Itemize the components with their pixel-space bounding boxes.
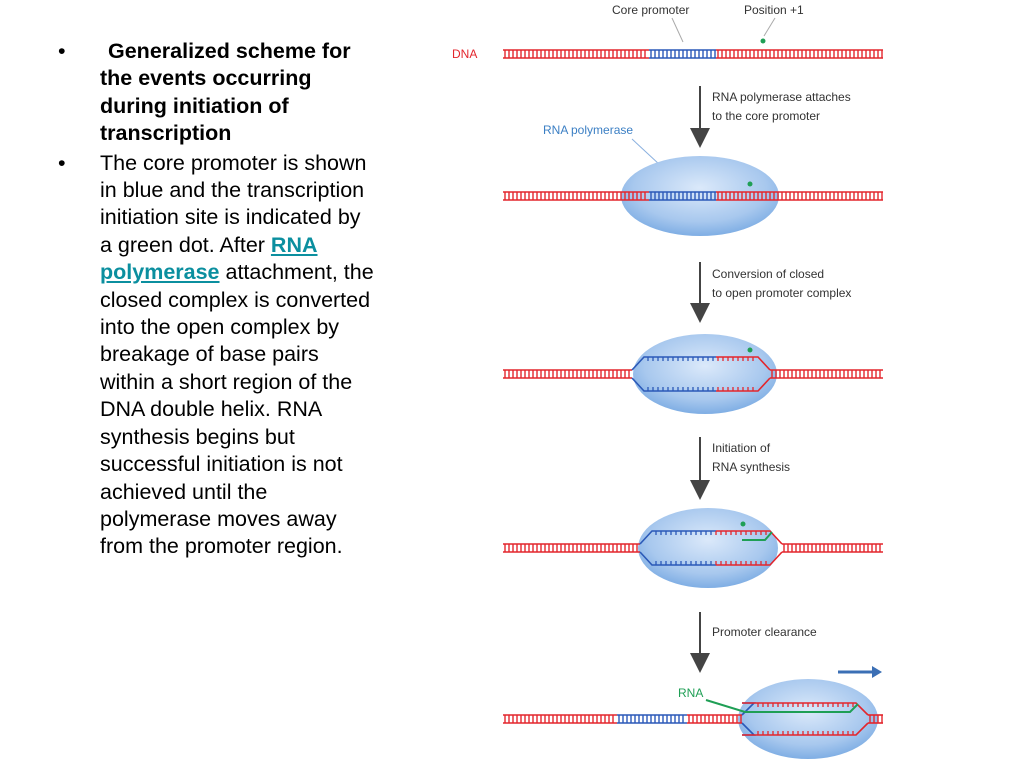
- rna-polymerase-label: RNA polymerase: [543, 123, 633, 137]
- template-strand-upper-dna: [716, 530, 783, 545]
- template-strand-lower-promoter: [631, 377, 716, 392]
- bullet-line: transcription: [100, 121, 232, 146]
- dna-segment-upstream: [503, 543, 640, 553]
- bullet-text: The core promoter is shown in blue and t…: [100, 150, 456, 561]
- bullet-line: The core promoter is shown: [100, 150, 367, 175]
- template-strand-lower-dna: [716, 377, 771, 392]
- core-promoter-segment: [649, 49, 716, 59]
- step-4-line-1: Promoter clearance: [712, 625, 817, 639]
- dna-row-3-open-complex: [503, 356, 883, 392]
- step-2-line-2: to open promoter complex: [712, 286, 851, 300]
- core-promoter-segment: [617, 714, 687, 724]
- dna-segment-upstream: [503, 191, 649, 201]
- template-strand-upper-dna: [716, 356, 771, 371]
- bullet-line: a green dot. After RNA: [100, 232, 456, 259]
- bullet-item-title: • Generalized scheme for the events occu…: [58, 38, 458, 148]
- bullet-line: into the open complex by: [100, 315, 340, 340]
- dna-row-4-initiation: [503, 530, 883, 566]
- bullet-line: synthesis begins but: [100, 424, 295, 449]
- step-2-line-1: Conversion of closed: [712, 267, 824, 281]
- step-3-line-2: RNA synthesis: [712, 460, 790, 474]
- bullet-line-text: attachment, the: [219, 260, 374, 285]
- dna-row-5-clearance: [503, 702, 883, 736]
- template-strand-lower-dna: [716, 551, 783, 566]
- rna-polymerase-link[interactable]: RNA: [270, 232, 318, 257]
- dna-row-2: [503, 191, 883, 201]
- dna-label: DNA: [452, 47, 477, 61]
- bullet-line: polymerase moves away: [100, 506, 337, 531]
- dna-segment-upstream: [503, 369, 632, 379]
- bullet-line: achieved until the: [100, 479, 268, 504]
- bullet-line: within a short region of the: [100, 369, 353, 394]
- template-strand-upper-dna: [742, 702, 869, 716]
- step-1-line-1: RNA polymerase attaches: [712, 90, 851, 104]
- dna-segment-downstream: [770, 369, 883, 379]
- movement-arrow-icon: [872, 666, 882, 678]
- dna-segment-downstream: [716, 191, 883, 201]
- bullet-line: from the promoter region.: [100, 534, 343, 559]
- template-strand-upper-promoter: [631, 356, 716, 371]
- unpaired-bases: [647, 357, 754, 391]
- initiation-site-dot: [747, 181, 753, 187]
- template-strand-lower-promoter: [639, 551, 716, 566]
- step-3-line-1: Initiation of: [712, 441, 771, 455]
- initiation-site-dot: [747, 347, 753, 353]
- dna-row-1: [503, 49, 883, 59]
- bullet-line: closed complex is converted: [100, 287, 371, 312]
- template-strand-lower-dna: [742, 722, 869, 736]
- bullet-line: during initiation of: [100, 93, 289, 118]
- initiation-site-dot: [760, 38, 766, 44]
- dna-segment-downstream: [716, 49, 883, 59]
- bullet-line: DNA double helix. RNA: [100, 397, 323, 422]
- position-leader-line: [763, 17, 776, 37]
- bullet-line: in blue and the transcription: [100, 178, 365, 203]
- bullet-line: breakage of base pairs: [100, 342, 319, 367]
- unpaired-bases: [655, 531, 767, 565]
- bullet-line: successful initiation is not: [100, 452, 343, 477]
- template-strand-upper-promoter: [639, 530, 716, 545]
- rna-transcript-short: [742, 531, 773, 541]
- bullet-text: Generalized scheme for the events occurr…: [100, 38, 456, 148]
- rna-transcript-long: [705, 699, 859, 713]
- initiation-site-dot: [740, 521, 746, 527]
- rna-label: RNA: [678, 686, 703, 700]
- step-1-line-2: to the core promoter: [712, 109, 820, 123]
- rna-polymerase-link-continued[interactable]: polymerase: [100, 260, 220, 285]
- rna-polymerase-blob-3: [638, 508, 778, 588]
- bullet-item-description: • The core promoter is shown in blue and…: [58, 150, 458, 561]
- core-promoter-leader-line: [671, 17, 684, 43]
- bullet-list: • Generalized scheme for the events occu…: [58, 38, 458, 561]
- rna-polymerase-blob-1: [621, 156, 779, 236]
- dna-segment-upstream: [503, 49, 649, 59]
- bullet-marker: •: [58, 39, 66, 63]
- bullet-line: polymerase attachment, the: [100, 259, 456, 286]
- dna-segment-mid: [687, 714, 742, 724]
- rna-polymerase-blob-4: [738, 679, 878, 759]
- bullet-line-text: a green dot. After: [100, 232, 271, 257]
- bullet-marker: •: [58, 150, 66, 175]
- bullet-line: initiation site is indicated by: [100, 205, 361, 230]
- bullet-line: Generalized scheme for: [108, 39, 351, 63]
- dna-segment-upstream: [503, 714, 617, 724]
- bullet-line: the events occurring: [100, 66, 312, 91]
- unpaired-bases: [757, 703, 854, 735]
- position-label: Position +1: [744, 3, 804, 17]
- rna-polymerase-leader-line: [631, 138, 661, 166]
- dna-segment-downstream: [868, 714, 883, 724]
- dna-segment-downstream: [782, 543, 883, 553]
- core-promoter-label: Core promoter: [612, 3, 689, 17]
- core-promoter-segment: [649, 191, 716, 201]
- rna-polymerase-blob-2: [633, 334, 777, 414]
